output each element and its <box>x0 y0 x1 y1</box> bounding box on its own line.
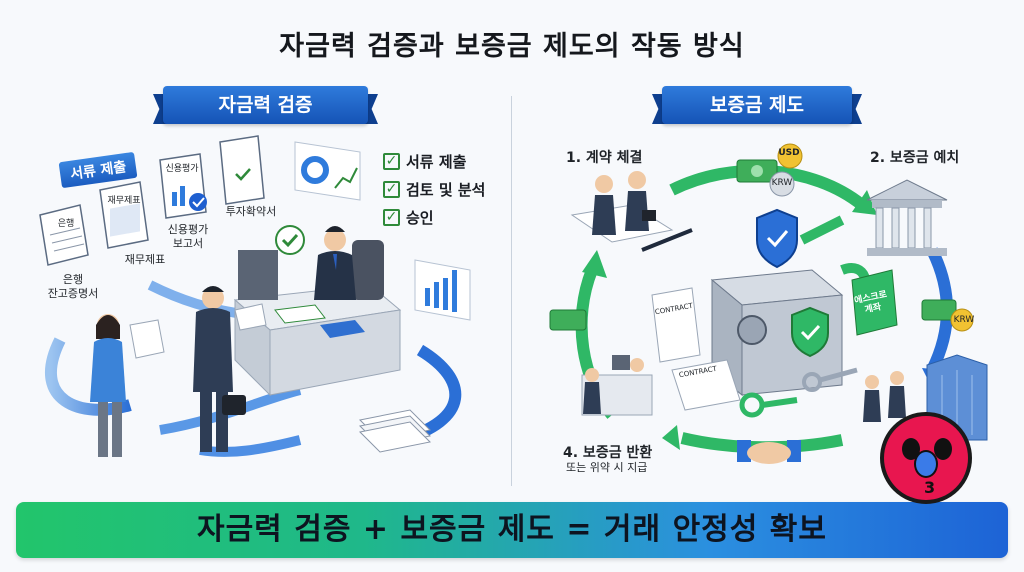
step-4-sublabel: 또는 위약 시 지급 <box>566 461 648 474</box>
funding-verification-illustration <box>39 135 471 457</box>
officer-figure <box>314 226 356 300</box>
handshake-icon <box>737 440 801 464</box>
checkbox-icon: ✓ <box>383 180 400 198</box>
step-4-label: 4. 보증금 반환 <box>563 445 653 461</box>
applicant-figure <box>90 314 165 457</box>
checkbox-icon: ✓ <box>383 208 400 226</box>
checklist-item: ✓ 검토 및 분석 <box>383 175 485 203</box>
checklist-item: ✓ 서류 제출 <box>383 147 485 175</box>
krw-badge: KRW <box>771 178 793 188</box>
money-stack-icon <box>921 299 957 321</box>
summary-banner-text: 자금력 검증 + 보증금 제도 = 거래 안정성 확보 <box>196 512 828 547</box>
checklist-item: ✓ 승인 <box>383 203 485 231</box>
financial-statement-doc <box>99 181 149 249</box>
mascot-face-icon: 3 <box>880 412 972 504</box>
bank-balance-label: 은행 잔고증명서 <box>47 273 99 300</box>
bank-doc-text: 은행 <box>57 219 75 229</box>
credit-report-label: 신용평가 보고서 <box>167 223 209 250</box>
investment-commitment-doc <box>219 135 265 205</box>
bank-building <box>866 179 948 256</box>
money-exchange <box>736 143 803 197</box>
pie-chart-card <box>294 141 361 201</box>
document-stack <box>358 409 432 453</box>
key-icon <box>739 392 798 418</box>
businessman-figure <box>193 286 267 452</box>
return-scene <box>581 355 653 416</box>
investment-commitment-label: 투자확약서 <box>225 205 277 218</box>
deposit-system-ribbon: 보증금 제도 <box>662 86 852 124</box>
office-chair <box>352 240 384 300</box>
escrow-safe <box>710 269 844 397</box>
bank-statement-doc <box>39 204 89 266</box>
usd-badge: USD <box>778 148 800 158</box>
checkbox-icon: ✓ <box>383 152 400 170</box>
deposit-system-illustration <box>549 143 988 464</box>
shield-icon <box>756 208 798 269</box>
financial-statement-label: 재무제표 <box>124 253 166 266</box>
step-2-label: 2. 보증금 예치 <box>870 150 960 166</box>
money-left-icon <box>549 309 587 331</box>
contract-document-2 <box>671 359 741 411</box>
credit-report-doc <box>159 153 207 219</box>
summary-banner <box>16 502 1008 558</box>
monitor <box>238 250 278 300</box>
finance-doc-text: 재무제표 <box>107 196 141 206</box>
contract-signing-scene <box>570 171 693 252</box>
contract-document <box>651 287 701 363</box>
escrow-account-card <box>851 269 898 336</box>
approval-checklist: ✓ 서류 제출 ✓ 검토 및 분석 ✓ 승인 <box>383 147 485 231</box>
credit-doc-text: 신용평가 <box>165 164 199 174</box>
bar-chart-card <box>414 259 471 321</box>
krw-badge-right: KRW <box>953 315 975 325</box>
funding-verification-ribbon: 자금력 검증 <box>163 86 368 124</box>
step-1-label: 1. 계약 체결 <box>566 150 643 166</box>
section-divider <box>511 96 512 486</box>
approval-check-badge <box>275 225 305 255</box>
briefcase <box>222 395 246 415</box>
grey-key-icon <box>802 367 858 392</box>
main-title: 자금력 검증과 보증금 제도의 작동 방식 <box>279 31 745 62</box>
